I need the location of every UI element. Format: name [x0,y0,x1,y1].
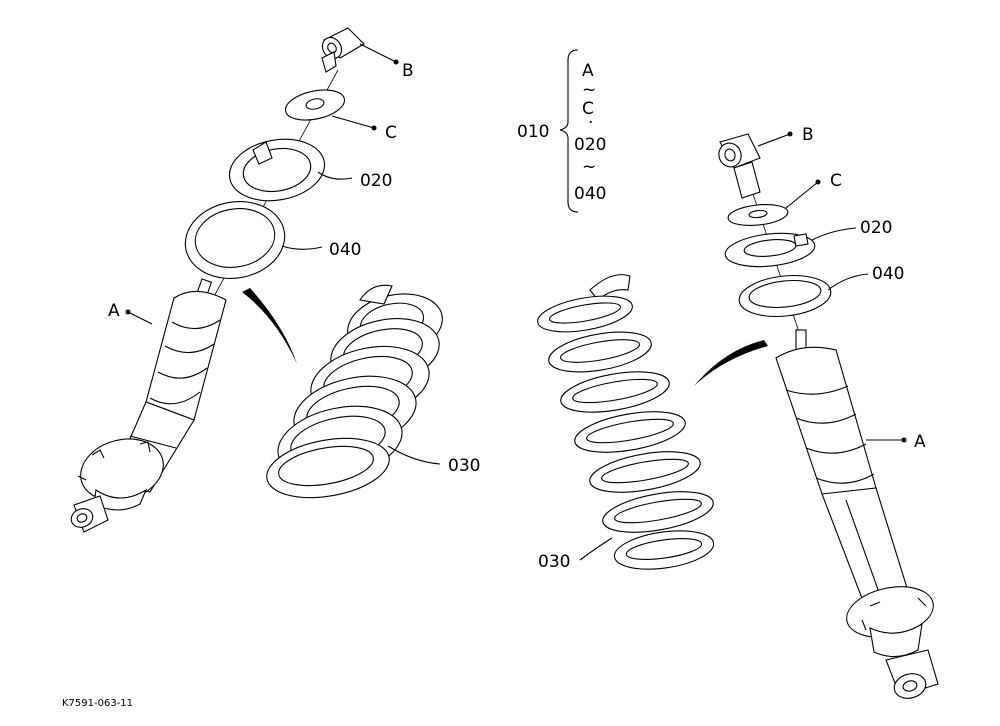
right-label-020: 020 [860,218,892,238]
right-coil-spring-030 [537,274,715,570]
bracket-line-a: A [582,61,594,81]
right-leader-lines [579,131,907,561]
bracket-tilde-2: ~ [582,157,596,177]
right-arrow-mark [694,340,768,386]
left-label-030: 030 [448,456,480,476]
right-label-c: C [830,171,842,191]
bracket-line-c: C [582,99,594,119]
left-washer-c [284,89,346,121]
right-label-b: B [802,125,814,145]
bracket-parent-010: 010 [517,122,549,142]
left-arrow-mark [242,288,297,364]
bracket-tilde-1: ~ [582,80,596,100]
left-bottom-mount [70,438,164,533]
right-rubber-040 [738,274,832,318]
left-seat-020 [228,138,326,202]
left-coil-spring-030 [266,284,443,499]
bracket-brace [559,49,579,213]
bracket-line-040: 040 [574,184,606,204]
right-bottom-mount [846,586,939,699]
bracket-line-020: 020 [574,135,606,155]
right-label-030: 030 [538,552,570,572]
left-label-c: C [385,123,397,143]
left-label-b: B [402,61,414,81]
left-label-a: A [108,301,120,321]
left-top-eye [321,27,365,73]
right-label-a: A [914,432,926,452]
right-top-eye [718,133,761,199]
right-seat-020 [724,232,816,268]
left-rubber-040 [184,201,286,279]
right-shock-body [775,329,913,615]
left-assembly: B C 020 040 A 030 [70,27,480,533]
right-label-040: 040 [872,264,904,284]
bracket-dot: · [588,113,593,133]
left-label-020: 020 [360,171,392,191]
left-leader-lines [125,43,441,465]
bracket-group: 010 A ~ C · 020 ~ 040 [517,49,606,213]
left-label-040: 040 [329,240,361,260]
right-washer-c [727,204,789,226]
drawing-reference-code: K7591-063-11 [62,698,133,709]
right-assembly: B C 020 040 A 030 [537,125,939,699]
